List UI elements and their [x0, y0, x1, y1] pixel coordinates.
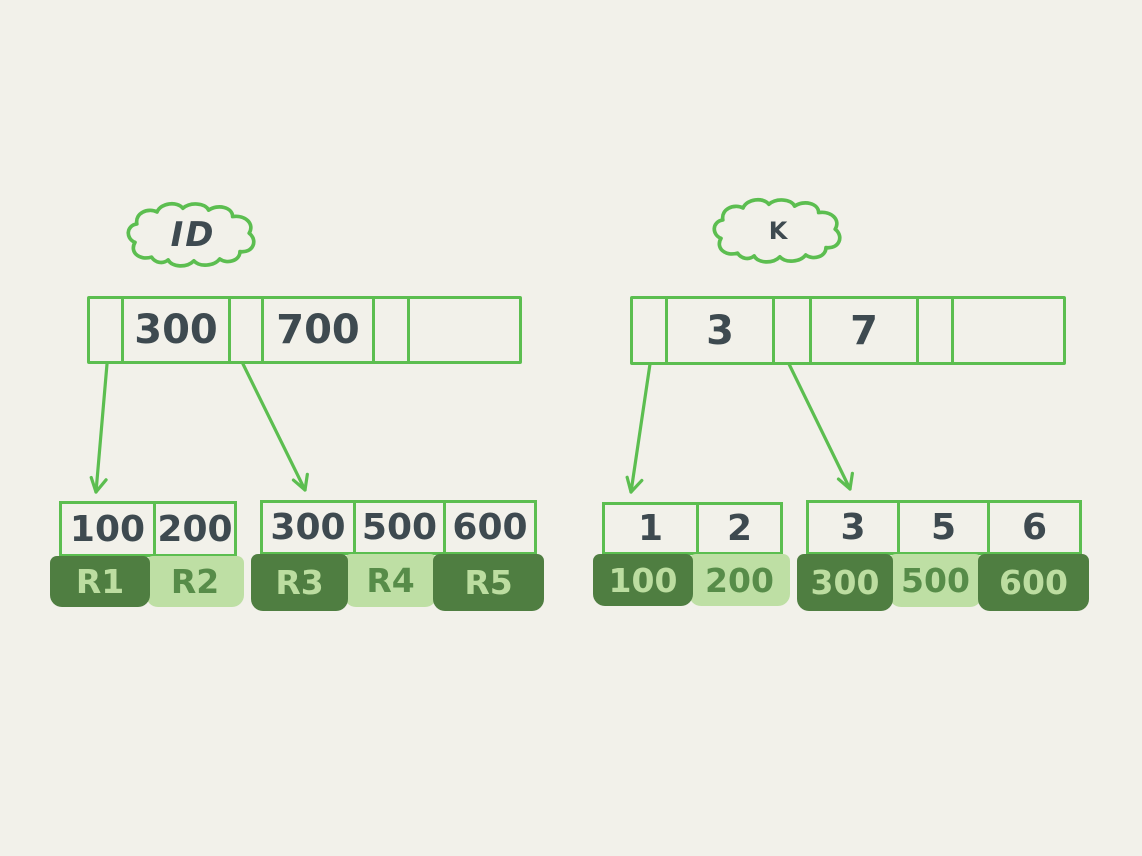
pointer-cell	[772, 299, 809, 362]
key-cell: 600	[443, 503, 534, 552]
id-leaf-node-2: 300 500 600 R3 R4 R5	[251, 500, 544, 611]
key-cell: 500	[353, 503, 443, 552]
pointer-cell	[90, 299, 121, 361]
key-cell: 3	[840, 507, 866, 548]
record-label: 500	[901, 561, 970, 600]
k-leaf-node-2: 3 5 6 300 500 600	[797, 500, 1089, 611]
k-internal-node: 3 7	[630, 296, 1066, 365]
record-block: 300	[797, 554, 893, 611]
cloud-label-k: K	[706, 196, 852, 266]
leaf-key-row: 300 500 600	[260, 500, 537, 555]
record-label: R1	[75, 562, 125, 601]
record-label: 100	[608, 560, 678, 600]
record-block: 600	[978, 554, 1089, 611]
leaf-key-row: 3 5 6	[806, 500, 1082, 555]
key-cell: 5	[897, 503, 987, 552]
id-internal-node: 300 700	[87, 296, 522, 364]
record-label: R5	[464, 563, 513, 602]
record-block: R3	[251, 554, 348, 611]
leaf-record-row: R3 R4 R5	[251, 554, 544, 611]
index-name-label: K	[768, 217, 790, 245]
pointer-cell	[372, 299, 407, 361]
leaf-record-row: R1 R2	[50, 556, 244, 607]
record-block: R5	[433, 554, 544, 611]
leaf-record-row: 300 500 600	[797, 554, 1089, 611]
record-block: R1	[50, 556, 150, 607]
pointer-cell	[916, 299, 951, 362]
arrow-k-pointer-2	[787, 362, 854, 491]
leaf-record-row: 100 200	[593, 554, 790, 606]
key-cell: 2	[696, 505, 780, 552]
record-label: R4	[366, 561, 415, 600]
record-block: R4	[344, 554, 437, 607]
key-cell: 700	[261, 299, 372, 361]
arrow-id-pointer-2	[241, 362, 309, 492]
key-cell: 200	[153, 504, 234, 554]
cloud-icon	[712, 197, 842, 264]
key-cell: 3	[665, 299, 772, 362]
arrow-id-pointer-1	[89, 362, 109, 494]
record-label: R2	[170, 562, 220, 601]
key-cell: 100	[69, 508, 146, 550]
record-label: 200	[705, 560, 774, 600]
k-leaf-node-1: 1 2 100 200	[593, 502, 790, 606]
key-cell: 7	[809, 299, 916, 362]
record-label: R3	[275, 563, 324, 602]
record-label: 300	[810, 563, 880, 602]
empty-cell	[951, 299, 1063, 362]
key-cell: 6	[987, 503, 1079, 552]
arrow-k-pointer-1	[625, 362, 652, 494]
key-cell: 1	[637, 508, 664, 549]
index-name-label: ID	[170, 215, 216, 255]
record-label: 600	[999, 563, 1068, 602]
key-cell: 300	[270, 507, 346, 548]
key-cell: 300	[121, 299, 228, 361]
empty-cell	[407, 299, 519, 361]
pointer-cell	[633, 299, 665, 362]
leaf-key-row: 1 2	[602, 502, 783, 555]
record-block: 500	[889, 554, 982, 607]
id-leaf-node-1: 100 200 R1 R2	[50, 501, 244, 607]
cloud-icon	[126, 201, 256, 268]
cloud-label-id: ID	[120, 200, 266, 270]
record-block: 200	[689, 554, 790, 606]
record-block: 100	[593, 554, 693, 606]
leaf-key-row: 100 200	[59, 501, 237, 557]
pointer-cell	[228, 299, 261, 361]
record-block: R2	[146, 556, 244, 607]
